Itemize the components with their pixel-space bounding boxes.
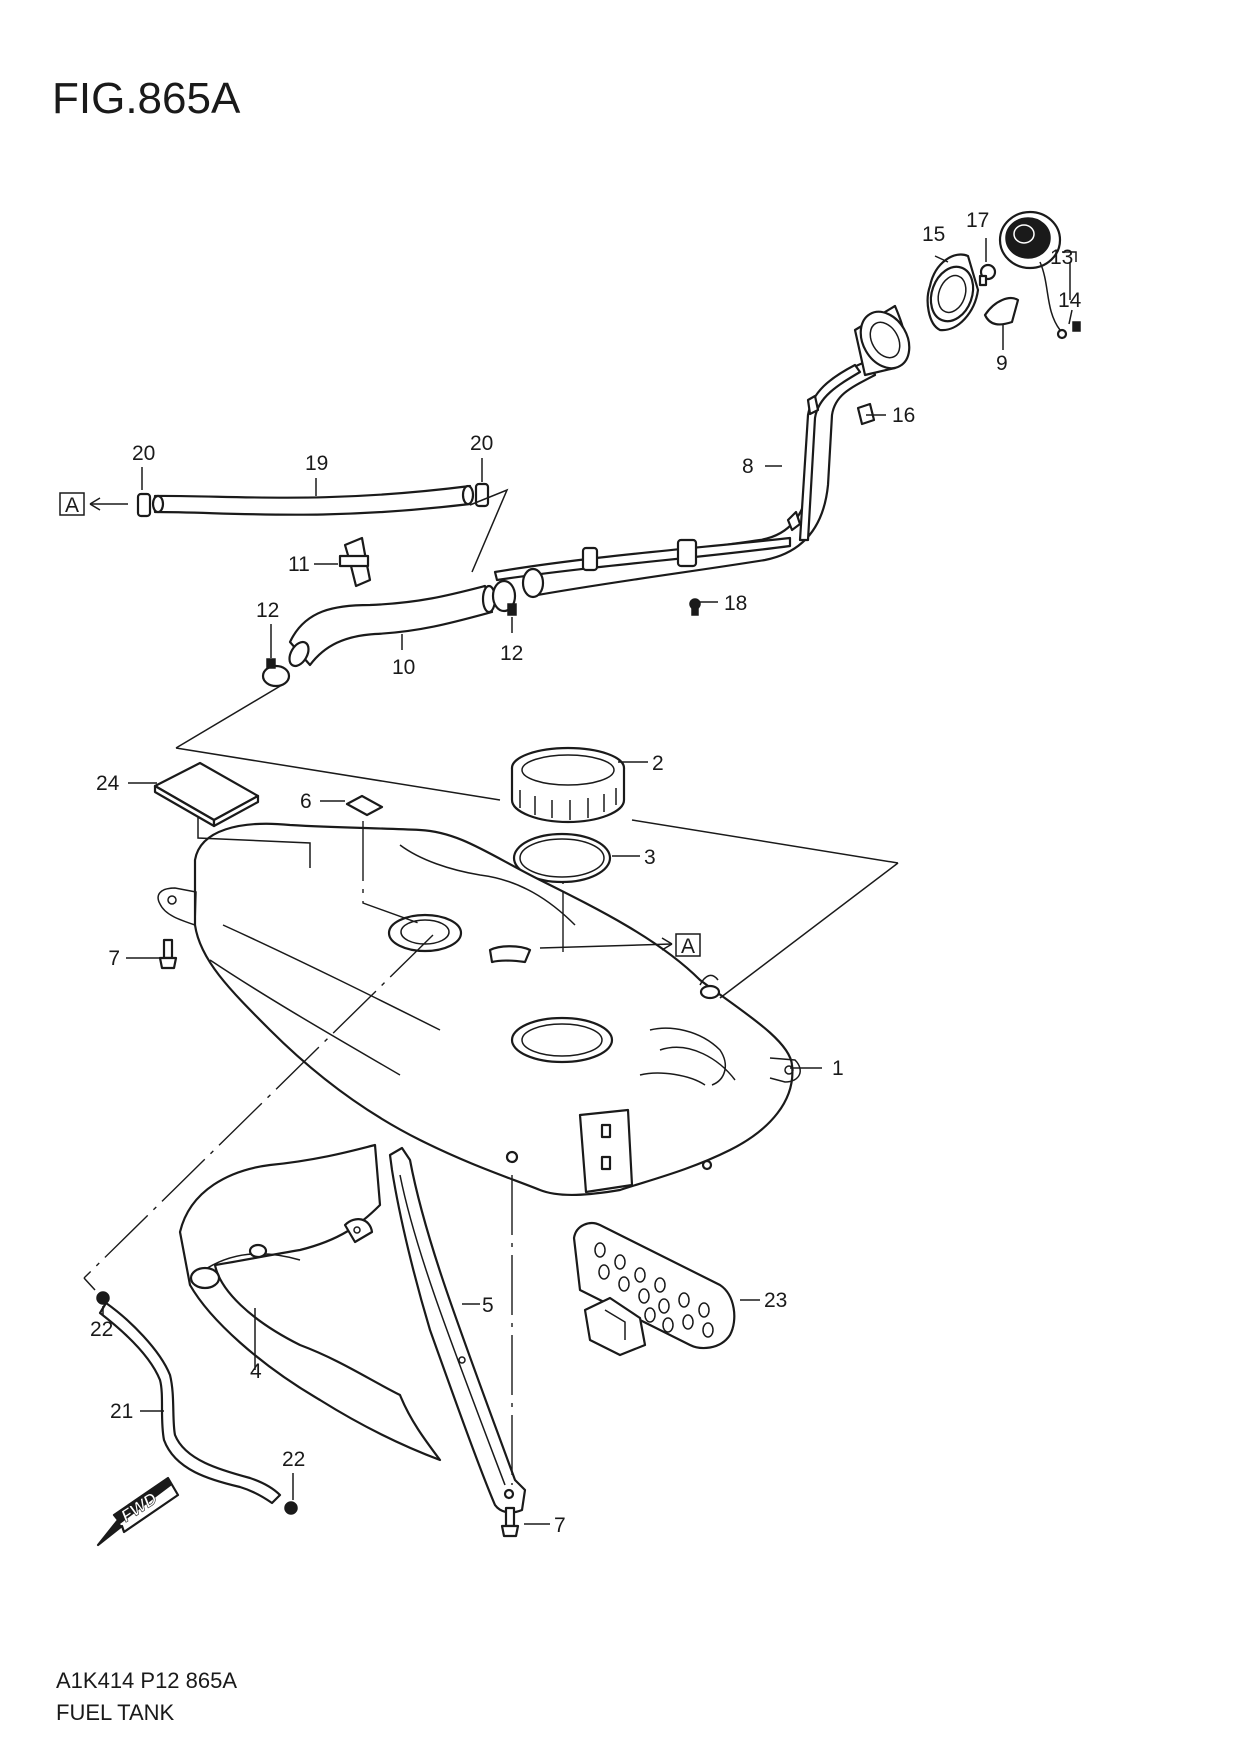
callout-24: 24 <box>96 772 120 795</box>
callout-7a: 7 <box>108 947 120 970</box>
assembly-lines <box>83 262 1071 1485</box>
tank-strap-part-5 <box>388 1146 527 1514</box>
callout-22a: 22 <box>90 1318 113 1341</box>
lock-ring-part-2 <box>510 746 626 824</box>
callout-9: 9 <box>996 352 1008 375</box>
leader-lines <box>102 238 1077 1525</box>
callout-20b: 20 <box>470 432 493 455</box>
callout-23: 23 <box>764 1289 787 1312</box>
callout-12b: 12 <box>500 642 523 665</box>
callout-20a: 20 <box>132 442 155 465</box>
fuel-tank-part-1 <box>157 822 801 1196</box>
callout-17: 17 <box>966 209 989 232</box>
callout-13: 13 <box>1050 246 1073 269</box>
filler-neck-part-8 <box>493 304 911 599</box>
hose-clamp-part-20-left <box>136 492 152 518</box>
callout-11: 11 <box>288 553 310 576</box>
callout-18: 18 <box>724 592 747 615</box>
pad-part-24 <box>153 761 260 828</box>
callout-14: 14 <box>1058 289 1082 312</box>
heat-shield-part-4 <box>178 1143 442 1462</box>
figure-title: FIG.865A <box>52 74 241 123</box>
clamp-part-16 <box>856 402 876 426</box>
callout-10: 10 <box>392 656 415 679</box>
hose-clamp-part-20-right <box>474 482 490 508</box>
filler-inlet-part-15 <box>926 253 980 332</box>
callout-22b: 22 <box>282 1448 305 1471</box>
callout-16: 16 <box>892 404 915 427</box>
fuel-cap-part-13 <box>998 210 1068 340</box>
hose-clamp-part-12-left <box>261 658 291 688</box>
pad-part-6 <box>345 794 384 817</box>
svg-text:A: A <box>65 494 79 517</box>
callout-12a: 12 <box>256 599 279 622</box>
diagram-name: FUEL TANK <box>56 1700 175 1725</box>
bolt-part-7-left <box>158 938 178 970</box>
callout-19: 19 <box>305 452 328 475</box>
filler-hose-part-10 <box>288 584 497 668</box>
callout-21: 21 <box>110 1400 133 1423</box>
bolt-part-7-bottom <box>500 1506 520 1538</box>
bolt-part-17 <box>978 263 997 287</box>
reference-a-left: A <box>59 492 128 517</box>
callout-1: 1 <box>832 1057 844 1080</box>
callout-7b: 7 <box>554 1514 566 1537</box>
callout-15: 15 <box>922 223 945 246</box>
callout-2: 2 <box>652 752 664 775</box>
pad-part-9 <box>983 297 1020 326</box>
breather-hose-part-21 <box>98 1301 282 1505</box>
callout-numbers: 1 2 3 4 5 6 7 7 8 9 10 11 12 12 13 14 15… <box>90 209 1082 1537</box>
callout-4: 4 <box>250 1360 262 1383</box>
hose-clamp-part-22-bottom <box>284 1501 298 1515</box>
callout-6: 6 <box>300 790 312 813</box>
protector-part-23 <box>572 1221 736 1357</box>
hose-clamp-part-22-top <box>96 1291 110 1305</box>
callout-5: 5 <box>482 1294 494 1317</box>
bracket-part-11 <box>338 536 372 588</box>
gasket-part-3 <box>512 832 612 884</box>
bolt-part-18 <box>689 598 701 616</box>
vent-hose-part-19 <box>151 484 475 516</box>
callout-8: 8 <box>742 455 754 478</box>
hose-clamp-part-12-right <box>491 579 517 616</box>
callout-3: 3 <box>644 846 656 869</box>
clip-part-14 <box>1072 321 1081 332</box>
drawing-code: A1K414 P12 865A <box>56 1668 238 1693</box>
svg-text:A: A <box>681 935 695 958</box>
forward-direction-arrow: FWD <box>96 1476 180 1547</box>
reference-a-right: A <box>539 933 701 958</box>
